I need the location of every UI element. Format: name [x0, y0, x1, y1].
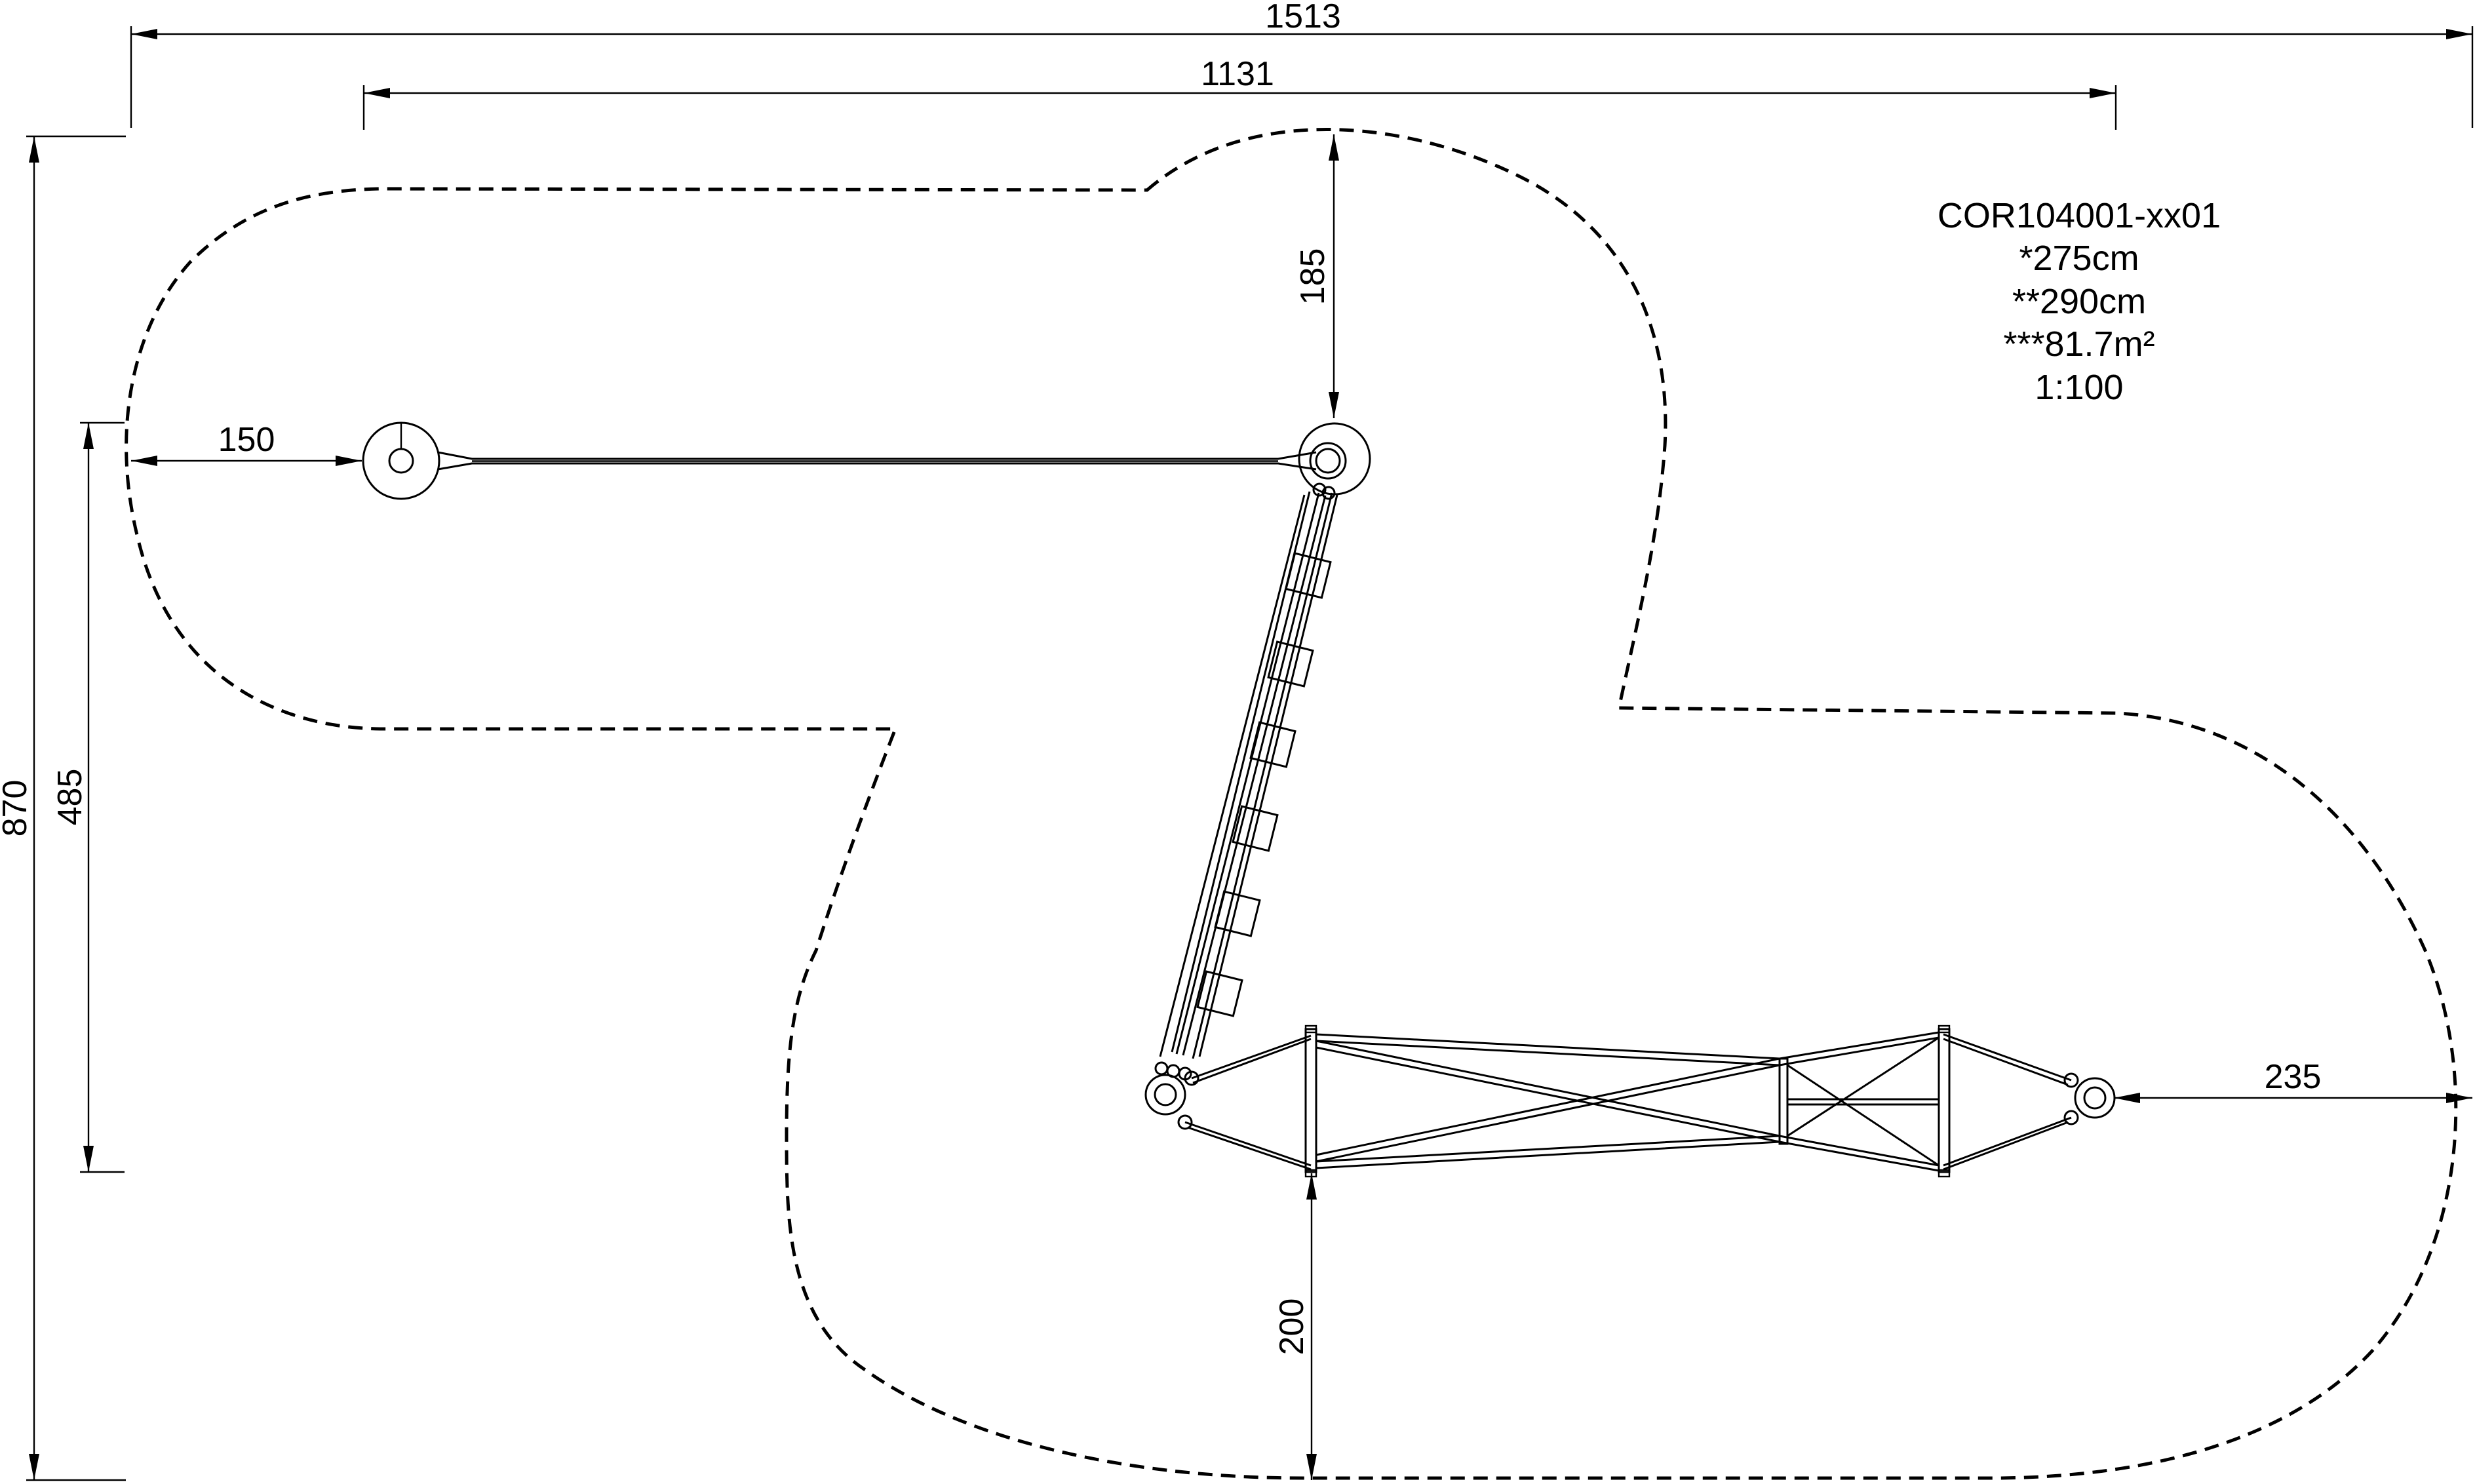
overall-width-label: 1513 — [1265, 0, 1341, 35]
left-anchor-post — [362, 421, 440, 500]
truss-bridge — [1184, 1025, 2072, 1178]
dimension-right-clearance: 235 — [2114, 1058, 2472, 1103]
overall-height-label: 870 — [0, 780, 34, 837]
inner-width-label: 1131 — [1201, 55, 1274, 93]
dimension-left-clearance: 150 — [131, 421, 362, 466]
dimension-inner-width: 1131 — [362, 55, 2117, 130]
net-ladder — [1154, 482, 1338, 1081]
horizontal-rope — [437, 451, 1317, 471]
note-scale: 1:100 — [2035, 368, 2123, 407]
note-safety-area: ***81.7m² — [2003, 324, 2154, 364]
dimension-top-clearance: 185 — [1294, 134, 1339, 418]
dimension-left-height: 485 — [51, 421, 125, 1173]
left-height-label: 485 — [51, 769, 89, 826]
corner-post-bottom — [1144, 1070, 1199, 1130]
bottom-clearance-label: 200 — [1273, 1298, 1311, 1356]
note-free-fall-height: *275cm — [2019, 239, 2139, 278]
product-code: COR104001-xx01 — [1938, 196, 2221, 235]
safety-zone-outline — [125, 128, 2458, 1480]
dimension-overall-width: 1513 — [130, 0, 2474, 128]
left-clearance-label: 150 — [218, 421, 275, 459]
right-anchor-post — [2063, 1072, 2116, 1125]
dimension-bottom-clearance: 200 — [1273, 1173, 1317, 1480]
dimension-overall-height: 870 — [0, 135, 126, 1481]
top-clearance-label: 185 — [1294, 248, 1332, 305]
right-clearance-label: 235 — [2265, 1058, 2322, 1096]
corner-post-top — [1298, 422, 1371, 496]
info-block: COR104001-xx01 *275cm **290cm ***81.7m² … — [1938, 196, 2221, 407]
note-total-height: **290cm — [2012, 282, 2146, 321]
